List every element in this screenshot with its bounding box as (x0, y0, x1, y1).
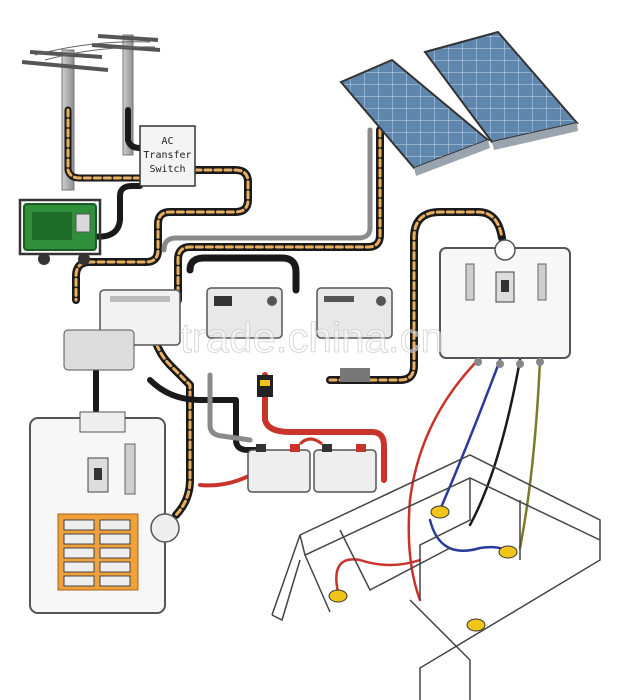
generator-wheel-left (38, 253, 50, 265)
sub-panel-breaker-handle (501, 280, 509, 292)
battery-jumper (298, 437, 323, 446)
inline-fuse-band (260, 380, 270, 386)
generator-wheel-right (78, 253, 90, 265)
ac-transfer-switch: AC Transfer Switch (139, 125, 196, 187)
transfer-switch-box (139, 125, 196, 187)
generator (18, 198, 102, 265)
conduit-4 (536, 358, 544, 366)
wire-house-olive-a (518, 358, 542, 550)
sub-panel-box (439, 247, 571, 359)
wire-battery-ground (207, 372, 253, 443)
wire-to-inverter (186, 254, 300, 294)
watermark: trade.china.cn (180, 314, 444, 361)
house-cutaway (271, 454, 601, 700)
breaker-6 (99, 547, 131, 559)
main-panel-entry (79, 411, 126, 433)
neutral-bar (124, 443, 136, 495)
wire-house-blue-a (438, 358, 502, 512)
battery-right-terminal-pos (356, 444, 366, 452)
solar-panel-left-edge (414, 140, 490, 176)
generator-control-panel (75, 213, 91, 233)
wire-house-red-a (407, 358, 480, 602)
meter-base (63, 329, 135, 371)
junction-box (150, 513, 180, 543)
charge-controller-header (110, 296, 170, 302)
dc-disconnect-knob (376, 296, 386, 306)
house-wall-top (299, 477, 601, 557)
breaker-8 (99, 561, 131, 573)
transfer-switch-label-line3: Switch (149, 164, 185, 175)
battery-bank (247, 437, 377, 493)
breaker-10 (99, 575, 131, 587)
conduit-2 (496, 360, 504, 368)
breaker-2 (99, 519, 131, 531)
main-breaker-handle (94, 468, 102, 480)
wire-to-subpanel-core (328, 210, 504, 382)
wire-house-red-b (335, 558, 422, 594)
wire-utility-feed-core (66, 108, 142, 180)
wire-battery-positive (262, 372, 387, 483)
sub-panel-bus-left (465, 263, 475, 301)
solar-panel-right-edge (492, 123, 578, 150)
solar-array (339, 30, 579, 176)
wire-battery-negative (147, 377, 265, 453)
breaker-7 (63, 561, 95, 573)
battery-left-terminal-neg (256, 444, 266, 452)
power-modules (63, 287, 393, 397)
ceiling-light-2 (498, 545, 518, 559)
transfer-switch-label-line1: AC (161, 136, 173, 147)
house-wall-front (271, 559, 301, 622)
wire-solar-array-core (176, 128, 382, 302)
sub-panel-entry (494, 239, 516, 261)
house-interior-walls (304, 478, 521, 700)
light-fixtures (328, 505, 518, 632)
wire-solar-ground (161, 127, 373, 253)
inverter-knob (267, 296, 277, 306)
breaker-1 (63, 519, 95, 531)
breaker-4 (99, 533, 131, 545)
sub-panel (439, 239, 571, 368)
main-breaker-panel (29, 411, 180, 614)
breaker-3 (63, 533, 95, 545)
transfer-switch-label-line2: Transfer (143, 150, 191, 161)
ceiling-light-4 (466, 618, 486, 632)
wire-pole-to-switch (125, 107, 143, 151)
inverter-display (214, 296, 232, 306)
generator-frame (18, 198, 102, 256)
overhead-lines (34, 41, 156, 61)
ceiling-light-1 (430, 505, 450, 519)
battery-right-terminal-neg (322, 444, 332, 452)
breaker-9 (63, 575, 95, 587)
battery-right (313, 449, 377, 493)
wire-house-black-a (468, 358, 522, 527)
generator-engine (32, 212, 72, 240)
battery-left (247, 449, 311, 493)
breaker-5 (63, 547, 95, 559)
ceiling-light-3 (328, 589, 348, 603)
conduit-1 (474, 358, 482, 366)
dc-connector (340, 368, 370, 382)
dc-disconnect-vent (324, 296, 354, 302)
conduit-3 (516, 360, 524, 368)
wire-generator (87, 183, 143, 240)
utility-pole-right (122, 34, 134, 156)
battery-left-terminal-pos (290, 444, 300, 452)
sub-panel-bus-right (537, 263, 547, 301)
